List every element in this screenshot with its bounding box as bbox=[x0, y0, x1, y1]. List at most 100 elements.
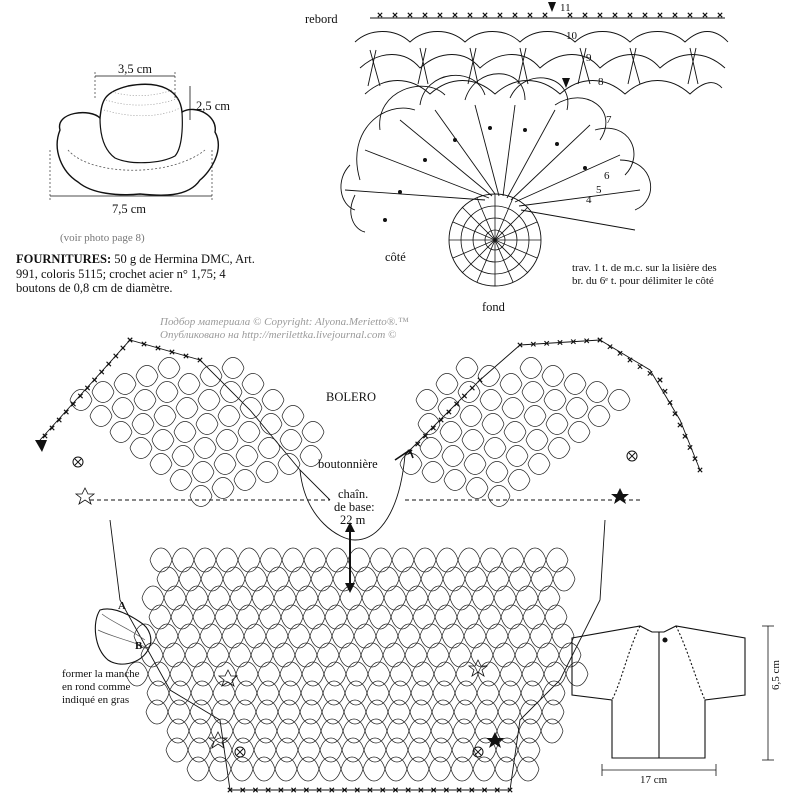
mesh-chain-arc bbox=[384, 756, 408, 770]
mesh-chain-arc bbox=[529, 635, 553, 649]
mesh-chain-arc bbox=[413, 547, 437, 561]
border-x-stitch bbox=[106, 361, 112, 367]
mesh-chain-arc bbox=[441, 623, 465, 637]
hat-chart-row-7: 7 bbox=[606, 114, 612, 126]
border-x-stitch bbox=[84, 385, 91, 391]
mesh-chain-arc bbox=[192, 604, 216, 618]
mesh-chain-arc bbox=[364, 718, 388, 732]
mesh-chain-arc bbox=[420, 578, 444, 592]
mesh-chain-arc bbox=[494, 768, 518, 782]
mesh-chain-arc bbox=[232, 730, 256, 744]
mesh-chain-arc bbox=[276, 718, 300, 732]
mesh-chain-arc bbox=[133, 399, 157, 411]
mesh-chain-arc bbox=[211, 699, 235, 713]
mesh-chain-arc bbox=[430, 718, 454, 732]
mesh-chain-arc bbox=[457, 391, 481, 403]
mesh-chain-arc bbox=[197, 389, 221, 401]
hat-chart bbox=[340, 73, 651, 287]
mesh-chain-arc bbox=[133, 623, 157, 637]
mesh-chain-arc bbox=[507, 623, 531, 637]
mesh-chain-arc bbox=[363, 749, 387, 763]
mesh-chain-arc bbox=[163, 597, 187, 611]
mesh-chain-arc bbox=[252, 756, 276, 770]
mesh-chain-arc bbox=[185, 597, 209, 611]
mesh-chain-arc bbox=[207, 597, 231, 611]
mesh-chain-arc bbox=[473, 737, 497, 751]
mesh-chain-arc bbox=[168, 692, 192, 706]
mesh-chain-arc bbox=[363, 737, 387, 751]
sleeve-note-1: former la manche bbox=[62, 668, 140, 680]
bolero-border-stitches bbox=[42, 337, 703, 793]
mesh-chain-arc bbox=[299, 455, 323, 467]
mesh-chain-arc bbox=[250, 654, 274, 668]
mesh-chain-arc bbox=[461, 429, 485, 441]
mesh-chain-arc bbox=[288, 578, 312, 592]
hat-chart-note: trav. 1 t. de m.c. sur la lisière des br… bbox=[572, 262, 717, 287]
mesh-chain-arc bbox=[153, 415, 177, 427]
supplies-block: FOURNITURES: 50 g de Hermina DMC, Art. 9… bbox=[16, 252, 266, 296]
mesh-chain-arc bbox=[339, 597, 363, 611]
mesh-chain-arc bbox=[193, 559, 217, 573]
mesh-chain-arc bbox=[189, 699, 213, 713]
mesh-chain-arc bbox=[215, 547, 239, 561]
mesh-chain-arc bbox=[454, 680, 478, 694]
mesh-chain-arc bbox=[229, 585, 253, 599]
mesh-chain-arc bbox=[165, 749, 189, 763]
mesh-chain-arc bbox=[251, 597, 275, 611]
mesh-chain-arc bbox=[428, 756, 452, 770]
mesh-chain-arc bbox=[585, 391, 609, 403]
mesh-chain-arc bbox=[272, 642, 296, 656]
chain-label-2: de base: bbox=[334, 500, 375, 514]
mesh-chain-arc bbox=[302, 604, 326, 618]
mesh-chain-arc bbox=[435, 547, 459, 561]
mesh-chain-arc bbox=[241, 383, 265, 395]
mesh-chain-arc bbox=[259, 547, 283, 561]
mesh-chain-arc bbox=[456, 616, 480, 630]
mesh-chain-arc bbox=[486, 566, 510, 580]
hat-chart-rebord bbox=[354, 17, 729, 95]
mesh-chain-arc bbox=[140, 654, 164, 668]
mesh-chain-arc bbox=[331, 623, 355, 637]
mesh-chain-arc bbox=[540, 730, 564, 744]
mesh-chain-arc bbox=[233, 479, 257, 491]
mesh-chain-arc bbox=[190, 680, 214, 694]
mesh-chain-arc bbox=[258, 604, 282, 618]
hat-crown-height-label: 2,5 cm bbox=[196, 99, 231, 113]
mesh-chain-arc bbox=[499, 673, 523, 687]
mesh-chain-arc bbox=[558, 642, 582, 656]
mesh-chain-arc bbox=[407, 749, 431, 763]
mesh-chain-arc bbox=[408, 718, 432, 732]
mesh-chain-arc bbox=[543, 661, 567, 675]
mesh-chain-arc bbox=[405, 597, 429, 611]
mesh-chain-arc bbox=[341, 737, 365, 751]
mesh-chain-arc bbox=[514, 654, 538, 668]
mesh-chain-arc bbox=[254, 718, 278, 732]
mesh-chain-arc bbox=[397, 623, 421, 637]
mesh-chain-arc bbox=[167, 711, 191, 725]
mesh-chain-arc bbox=[386, 730, 410, 744]
mesh-chain-arc bbox=[140, 642, 164, 656]
mesh-chain-arc bbox=[472, 756, 496, 770]
mesh-chain-arc bbox=[228, 654, 252, 668]
mesh-chain-arc bbox=[486, 578, 510, 592]
mesh-chain-arc bbox=[89, 415, 113, 427]
mesh-chain-arc bbox=[495, 749, 519, 763]
mesh-chain-arc bbox=[303, 559, 327, 573]
mesh-chain-arc bbox=[452, 718, 476, 732]
mesh-chain-arc bbox=[419, 635, 443, 649]
mesh-chain-arc bbox=[461, 439, 485, 451]
mesh-chain-arc bbox=[199, 623, 223, 637]
mesh-chain-arc bbox=[443, 479, 467, 491]
mesh-chain-arc bbox=[259, 423, 283, 435]
mesh-chain-arc bbox=[465, 487, 489, 499]
mesh-chain-arc bbox=[273, 585, 297, 599]
mesh-chain-arc bbox=[449, 597, 473, 611]
mesh-chain-arc bbox=[206, 654, 230, 668]
mesh-chain-arc bbox=[125, 673, 149, 687]
mesh-chain-arc bbox=[255, 471, 279, 483]
hat-sketch bbox=[49, 72, 219, 200]
mesh-chain-arc bbox=[151, 429, 175, 441]
mesh-chain-arc bbox=[404, 642, 428, 656]
mesh-chain-arc bbox=[215, 439, 239, 451]
hat-chart-rebord-label: rebord bbox=[305, 12, 338, 26]
